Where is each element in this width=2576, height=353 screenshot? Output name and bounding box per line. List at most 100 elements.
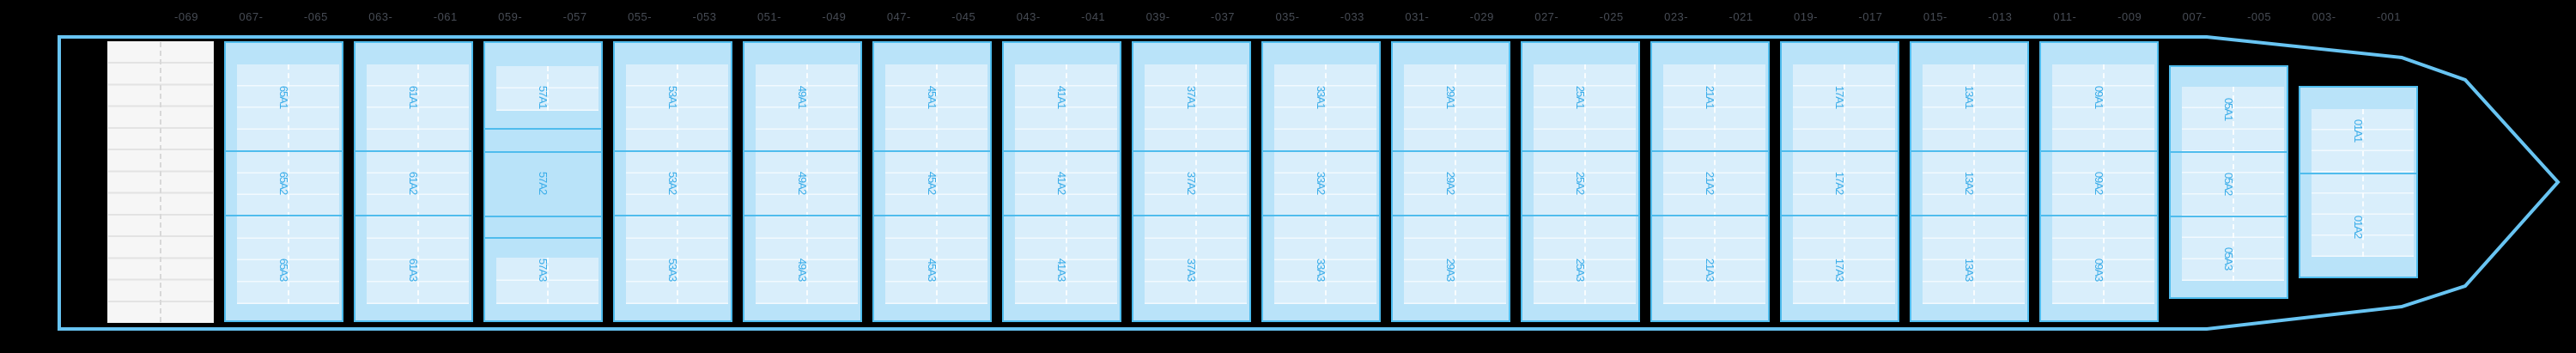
cell-25A3[interactable]: 25A3	[1522, 216, 1638, 324]
cell-45A2[interactable]: 45A2	[874, 151, 990, 216]
cell-divider	[1910, 150, 2029, 152]
cell-09A3[interactable]: 09A3	[2041, 216, 2157, 324]
cell-41A1[interactable]: 41A1	[1004, 43, 1120, 151]
cell-01A1[interactable]: 01A1	[2300, 88, 2416, 173]
cell-37A1[interactable]: 37A1	[1133, 43, 1249, 151]
cell-divider	[2169, 216, 2288, 217]
slot-number: 063-	[368, 10, 393, 23]
cell-label: 61A1	[407, 85, 420, 109]
cell-57A2[interactable]: 57A2	[485, 152, 601, 216]
cell-label: 25A1	[1574, 85, 1587, 109]
bay-inner-area	[2312, 109, 2414, 257]
cell-65A1[interactable]: 65A1	[226, 43, 342, 151]
cell-13A2[interactable]: 13A2	[1911, 151, 2027, 216]
cell-label: 53A3	[666, 258, 679, 282]
cell-41A3[interactable]: 41A3	[1004, 216, 1120, 324]
cell-33A2[interactable]: 33A2	[1263, 151, 1379, 216]
cell-25A2[interactable]: 25A2	[1522, 151, 1638, 216]
cell-01A2[interactable]: 01A2	[2300, 173, 2416, 280]
slot-number: -041	[1081, 10, 1106, 23]
cell-divider	[1910, 215, 2029, 216]
cell-label: 41A1	[1055, 85, 1068, 109]
cell-61A3[interactable]: 61A3	[355, 216, 471, 324]
cell-divider	[743, 150, 862, 152]
cell-41A2[interactable]: 41A2	[1004, 151, 1120, 216]
cell-13A1[interactable]: 13A1	[1911, 43, 2027, 151]
cell-divider	[1132, 215, 1251, 216]
cell-label: 01A2	[2352, 215, 2365, 239]
cell-divider	[1521, 150, 1640, 152]
bay-inner-area	[1274, 64, 1376, 304]
cell-25A1[interactable]: 25A1	[1522, 43, 1638, 151]
cell-49A1[interactable]: 49A1	[744, 43, 860, 151]
cell-61A1[interactable]: 61A1	[355, 43, 471, 151]
cell-centerline	[935, 64, 938, 304]
cell-label: 05A2	[2222, 172, 2235, 196]
cell-label: 01A1	[2352, 119, 2365, 143]
slot-number: 019-	[1793, 10, 1819, 23]
cell-53A3[interactable]: 53A3	[615, 216, 731, 324]
cell-centerline	[805, 64, 808, 304]
cell-21A2[interactable]: 21A2	[1652, 151, 1768, 216]
cell-65A3[interactable]: 65A3	[226, 216, 342, 324]
slot-number: 027-	[1534, 10, 1559, 23]
cell-centerline	[1843, 64, 1845, 304]
bay-inner-area	[1145, 64, 1247, 304]
cell-61A2[interactable]: 61A2	[355, 151, 471, 216]
slot-number: 015-	[1923, 10, 1947, 23]
cell-label: 13A2	[1963, 171, 1976, 195]
cell-centerline	[2232, 87, 2234, 281]
cell-label: 25A3	[1574, 258, 1587, 282]
cell-65A2[interactable]: 65A2	[226, 151, 342, 216]
bay-inner-area	[885, 64, 987, 304]
cell-33A1[interactable]: 33A1	[1263, 43, 1379, 151]
cell-37A2[interactable]: 37A2	[1133, 151, 1249, 216]
cell-53A2[interactable]: 53A2	[615, 151, 731, 216]
cell-29A1[interactable]: 29A1	[1393, 43, 1509, 151]
cell-29A3[interactable]: 29A3	[1393, 216, 1509, 324]
slot-number: -025	[1599, 10, 1624, 23]
cell-45A3[interactable]: 45A3	[874, 216, 990, 324]
cell-05A1[interactable]: 05A1	[2171, 67, 2287, 152]
cell-45A1[interactable]: 45A1	[874, 43, 990, 151]
cell-33A3[interactable]: 33A3	[1263, 216, 1379, 324]
cell-05A2[interactable]: 05A2	[2171, 152, 2287, 216]
cell-09A1[interactable]: 09A1	[2041, 43, 2157, 151]
cell-label: 37A2	[1185, 171, 1198, 195]
cell-57A3[interactable]: 57A3	[485, 238, 601, 324]
cell-divider	[1391, 150, 1510, 152]
cell-centerline	[1194, 64, 1197, 304]
cell-21A1[interactable]: 21A1	[1652, 43, 1768, 151]
slot-number: -017	[1858, 10, 1883, 23]
cell-label: 33A1	[1315, 85, 1327, 109]
cell-53A1[interactable]: 53A1	[615, 43, 731, 151]
cell-slot-area	[496, 258, 598, 304]
bay-05: 05A1 05A2 05A3	[2169, 65, 2288, 299]
cell-17A3[interactable]: 17A3	[1782, 216, 1898, 324]
cell-divider	[872, 150, 992, 152]
cell-09A2[interactable]: 09A2	[2041, 151, 2157, 216]
bay-inner-area	[1015, 64, 1117, 304]
cell-21A3[interactable]: 21A3	[1652, 216, 1768, 324]
bay-inner-area	[2182, 87, 2284, 281]
bay-01: 01A1 01A2	[2299, 86, 2418, 278]
cell-37A3[interactable]: 37A3	[1133, 216, 1249, 324]
cell-label: 49A1	[796, 85, 809, 109]
cell-17A1[interactable]: 17A1	[1782, 43, 1898, 151]
cell-17A2[interactable]: 17A2	[1782, 151, 1898, 216]
cell-57A1[interactable]: 57A1	[485, 43, 601, 129]
cell-05A3[interactable]: 05A3	[2171, 216, 2287, 301]
cell-13A3[interactable]: 13A3	[1911, 216, 2027, 324]
slot-number: -013	[1988, 10, 2013, 23]
cell-label: 41A2	[1055, 171, 1068, 195]
cell-29A2[interactable]: 29A2	[1393, 151, 1509, 216]
cell-centerline	[1454, 64, 1456, 304]
cell-49A2[interactable]: 49A2	[744, 151, 860, 216]
cell-label: 61A3	[407, 258, 420, 282]
cell-49A3[interactable]: 49A3	[744, 216, 860, 324]
cell-label: 33A2	[1315, 171, 1327, 195]
